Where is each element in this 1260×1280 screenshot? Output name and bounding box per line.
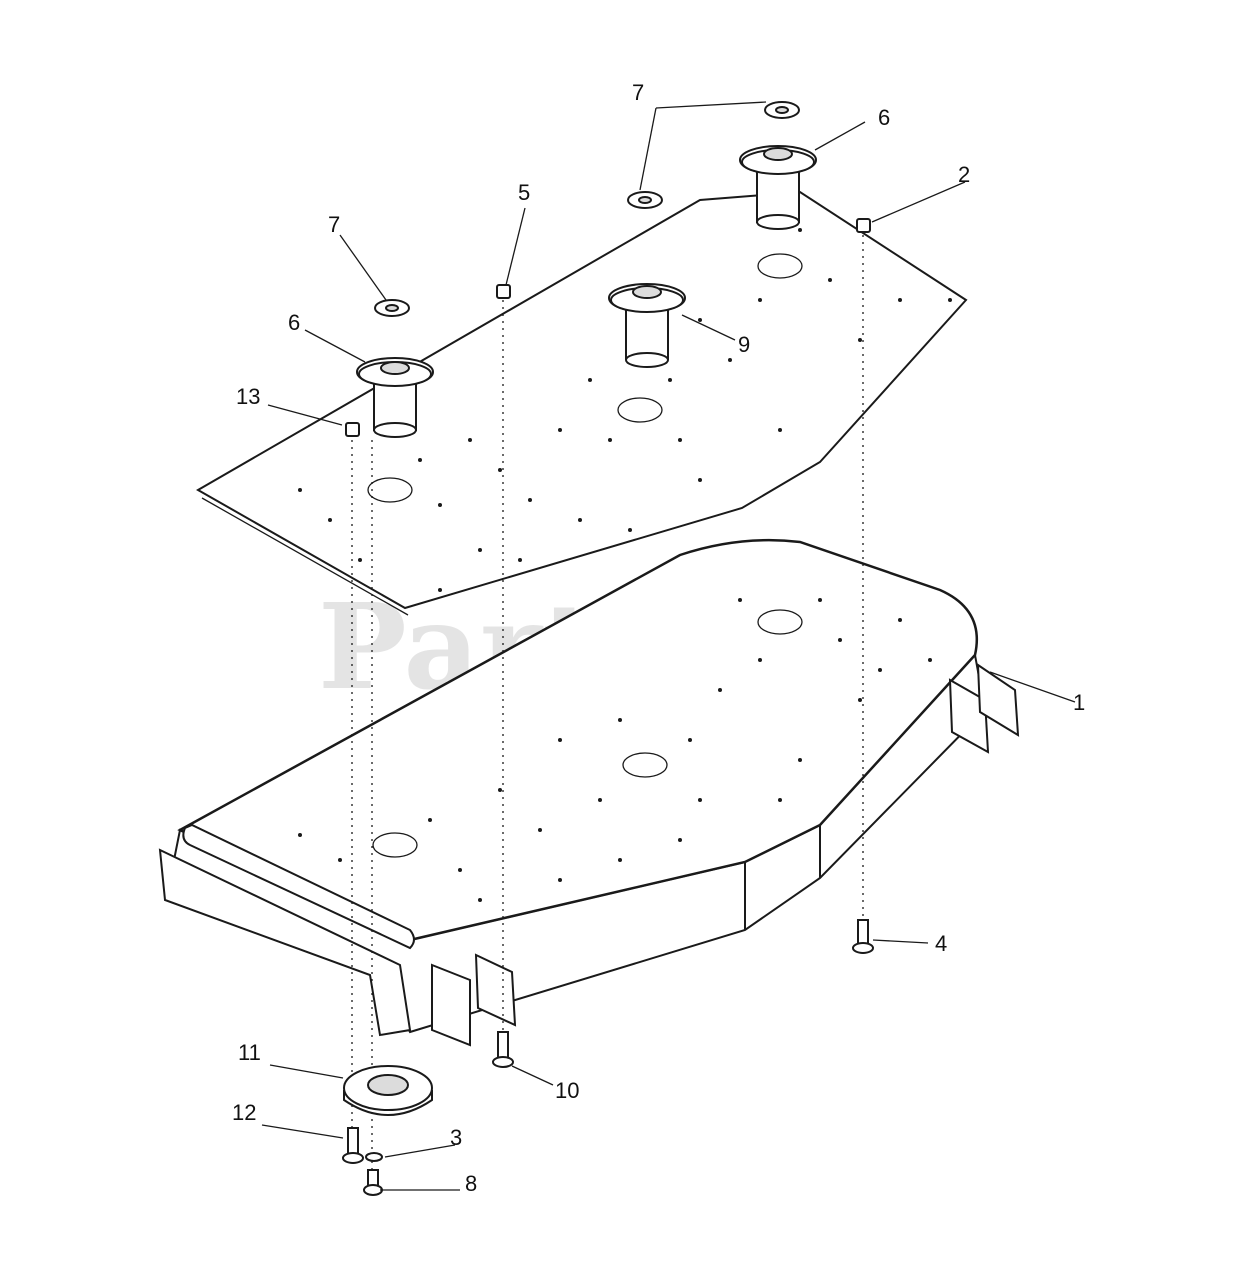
bolt-12 [342,1127,364,1164]
callout-6-left: 6 [288,310,300,335]
bolt-10 [492,1031,514,1068]
bolt-4 [852,919,874,954]
leader-lines [261,101,1076,1191]
callouts: 1 2 3 4 5 6 6 7 7 8 9 10 11 12 13 [232,80,1085,1196]
callout-1: 1 [1073,690,1085,715]
baffle-plate [195,190,968,616]
spindle-middle [608,283,686,368]
callout-12: 12 [232,1100,256,1125]
callout-3: 3 [450,1125,462,1150]
callout-7-left: 7 [328,212,340,237]
callout-4: 4 [935,931,947,956]
scalp-bracket-front [431,953,517,1047]
washer-3 [365,1152,383,1162]
callout-11: 11 [238,1040,261,1065]
callout-7-top: 7 [632,80,644,105]
plate-holes [298,228,952,592]
nut-13 [345,422,360,437]
bolt-8 [363,1169,383,1196]
callout-13: 13 [236,384,260,409]
deck-holes [298,598,932,902]
mower-deck [158,538,1020,1047]
callout-2: 2 [958,162,970,187]
callout-9: 9 [738,332,750,357]
spindle-right [739,145,817,230]
callout-6-right: 6 [878,105,890,130]
mount-plate-11 [343,1065,433,1116]
callout-10: 10 [555,1078,579,1103]
spindle-left [356,357,434,438]
nut-5 [496,284,511,299]
scalp-bracket-right [948,663,1020,754]
nut-2 [856,218,871,233]
callout-5: 5 [518,180,530,205]
callout-8: 8 [465,1171,477,1196]
